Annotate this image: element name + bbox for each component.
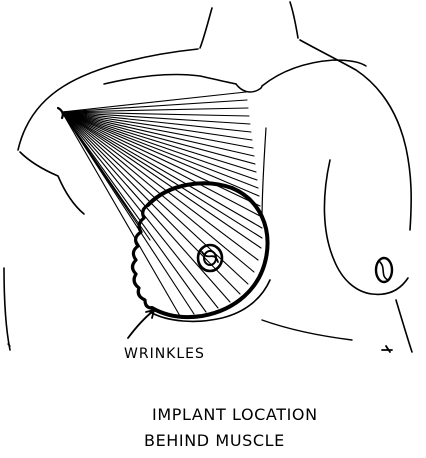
right-collarbone	[262, 60, 366, 86]
wrinkles-arrow	[128, 310, 154, 338]
neck-left-outline	[200, 8, 212, 48]
left-arm-edge	[4, 268, 10, 350]
caption-line-2: BEHIND MUSCLE	[144, 431, 285, 450]
chest-center-line	[262, 128, 266, 220]
pectoral-muscle-fibers	[62, 92, 262, 316]
right-torso-side	[396, 300, 412, 352]
sternum-notch	[236, 84, 262, 92]
lower-torso-line	[262, 320, 352, 340]
wrinkles-label: WRINKLES	[124, 346, 205, 362]
left-collarbone	[104, 74, 236, 84]
navel-mark	[382, 346, 392, 352]
left-shoulder-outline	[18, 49, 198, 150]
caption-line-1: IMPLANT LOCATION	[152, 405, 318, 424]
right-shoulder-outline	[300, 40, 411, 230]
left-armpit-outline	[20, 152, 84, 214]
right-nipple	[376, 258, 392, 282]
muscle-insertion-edge	[58, 108, 63, 118]
right-breast-outline	[324, 160, 408, 294]
neck-right-outline	[290, 2, 298, 38]
